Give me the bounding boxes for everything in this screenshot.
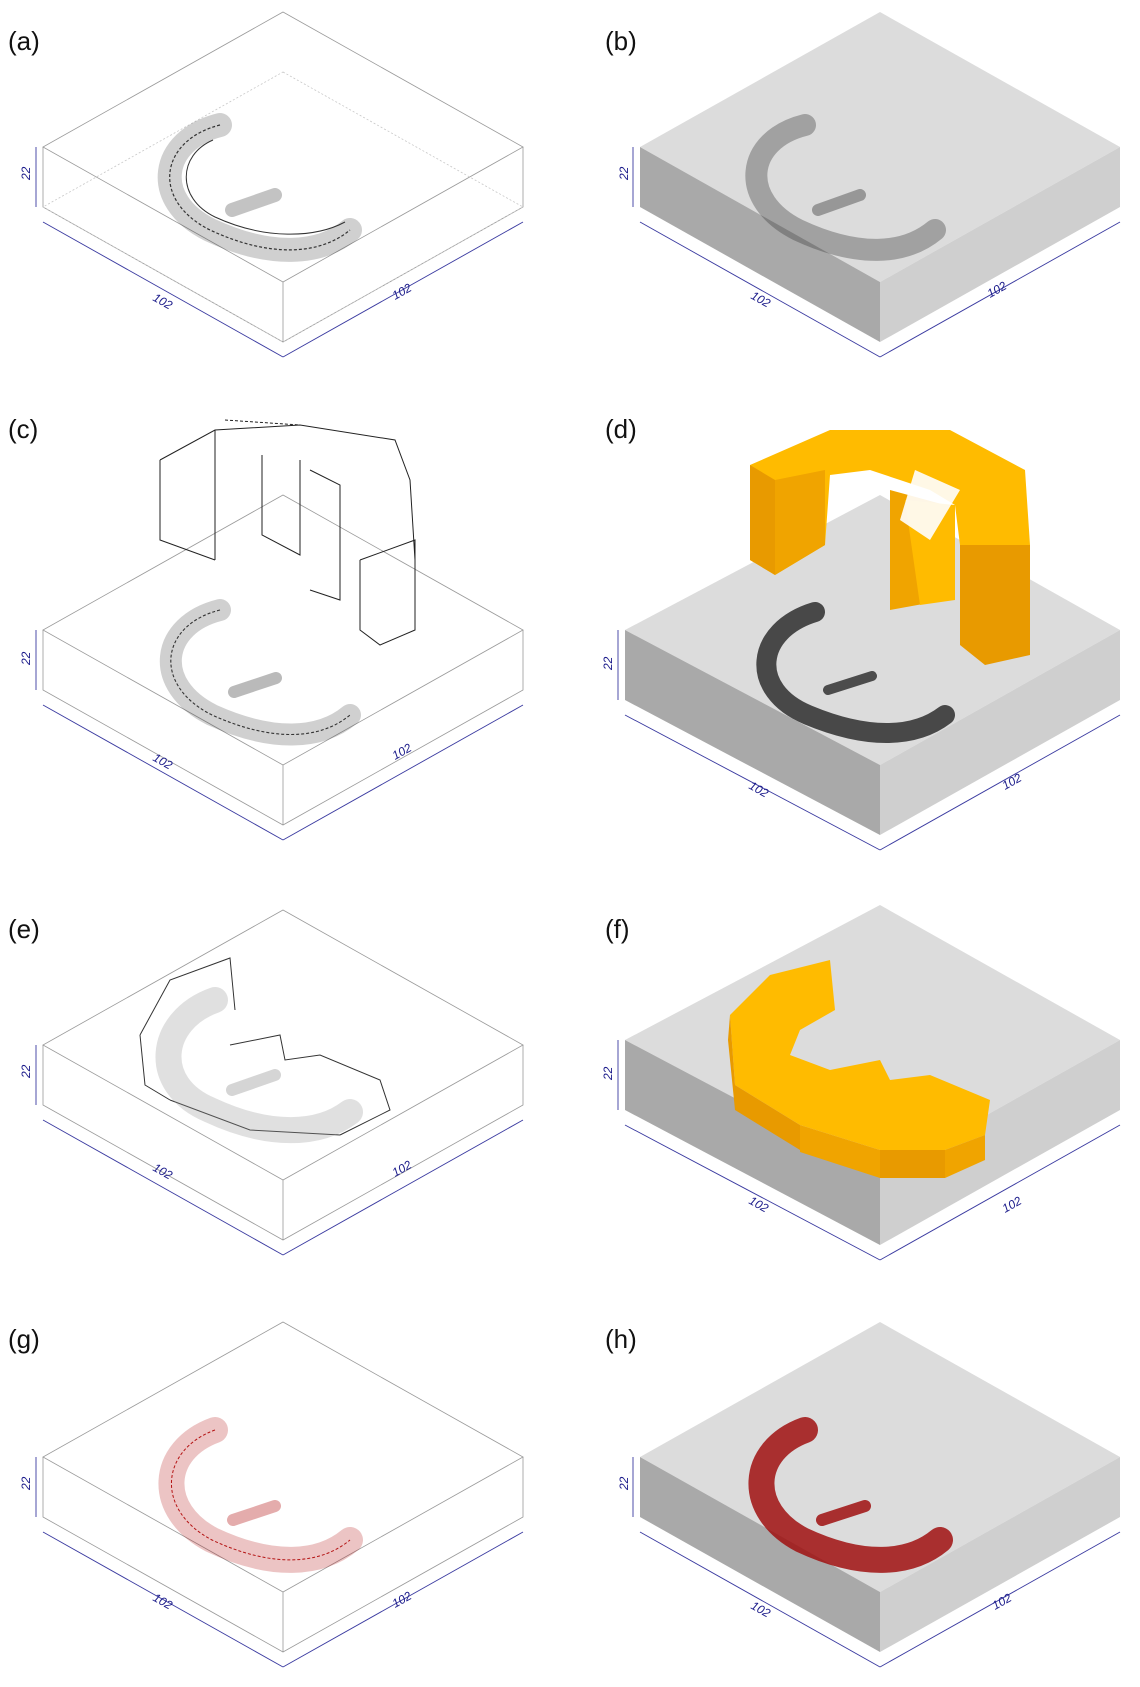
dimension-lines [617, 630, 1121, 851]
build-box-wireframe [42, 494, 524, 826]
panel-label: (e) [8, 914, 40, 944]
panel-label: (g) [8, 1324, 40, 1354]
panel-label: (d) [605, 414, 637, 444]
panel-h: (h) 22 102 102 [605, 1322, 1121, 1668]
panel-f: (f) 22 102 102 [601, 905, 1121, 1261]
dimension-lines [35, 1045, 524, 1256]
panel-label: (c) [8, 414, 38, 444]
dimension-right-label: 102 [1000, 1194, 1025, 1216]
dimension-right-label: 102 [1000, 771, 1025, 793]
dimension-right-label: 102 [390, 1589, 415, 1611]
dental-mesh [155, 987, 363, 1144]
dimension-height-label: 22 [601, 656, 615, 671]
dimension-right-label: 102 [390, 281, 415, 303]
dental-mesh [756, 602, 955, 743]
panel-label: (b) [605, 26, 637, 56]
support-structure-wireframe [139, 957, 391, 1136]
dimension-left-label: 102 [151, 750, 176, 772]
dimension-height-label: 22 [601, 1066, 615, 1081]
panel-a: (a) 22 102 102 [8, 11, 524, 358]
build-box-wireframe [42, 909, 524, 1241]
support-structure-wireframe [159, 419, 416, 646]
dimension-height-label: 22 [19, 166, 33, 181]
build-plate-solid [640, 1322, 1120, 1652]
dimension-left-label: 102 [151, 1590, 176, 1612]
panel-e: (e) 22 102 102 [8, 909, 524, 1256]
dimension-left-label: 102 [747, 1193, 772, 1215]
dimension-height-label: 22 [19, 1476, 33, 1491]
build-box-wireframe [42, 11, 524, 343]
build-plate-solid [625, 495, 1120, 835]
dimension-right-label: 102 [390, 741, 415, 763]
dimension-lines [632, 1457, 1121, 1668]
build-box-wireframe [42, 1321, 524, 1653]
dimension-lines [35, 147, 524, 358]
panel-c: (c) 22 102 102 [8, 414, 524, 841]
dental-mesh-red [158, 1417, 363, 1573]
dimension-left-label: 102 [151, 1160, 176, 1182]
support-structure-solid [750, 430, 1030, 665]
dimension-lines [632, 147, 1121, 358]
dental-mesh [745, 114, 946, 261]
panel-g: (g) 22 102 102 [8, 1321, 524, 1668]
support-structure-solid [728, 960, 990, 1178]
panel-d: (d) 22 102 102 [601, 414, 1121, 851]
dimension-left-label: 102 [749, 1598, 774, 1620]
dimension-right-label: 102 [985, 279, 1010, 301]
panel-label: (a) [8, 26, 40, 56]
dental-mesh [157, 113, 362, 262]
dimension-lines [617, 1040, 1121, 1261]
build-plate-solid [640, 12, 1120, 342]
dimension-height-label: 22 [19, 1064, 33, 1079]
panel-label: (f) [605, 914, 630, 944]
dimension-height-label: 22 [617, 1476, 631, 1491]
dimension-lines [35, 1457, 524, 1668]
dimension-lines [35, 630, 524, 841]
panel-label: (h) [605, 1324, 637, 1354]
dimension-right-label: 102 [390, 1158, 415, 1180]
dimension-left-label: 102 [151, 290, 176, 312]
dimension-height-label: 22 [617, 166, 631, 181]
build-plate-solid [625, 905, 1120, 1245]
dimension-left-label: 102 [749, 288, 774, 310]
panel-b: (b) 22 102 102 [605, 12, 1121, 358]
dental-mesh [160, 599, 361, 746]
dimension-height-label: 22 [19, 651, 33, 666]
dental-mesh-red [748, 1417, 953, 1573]
